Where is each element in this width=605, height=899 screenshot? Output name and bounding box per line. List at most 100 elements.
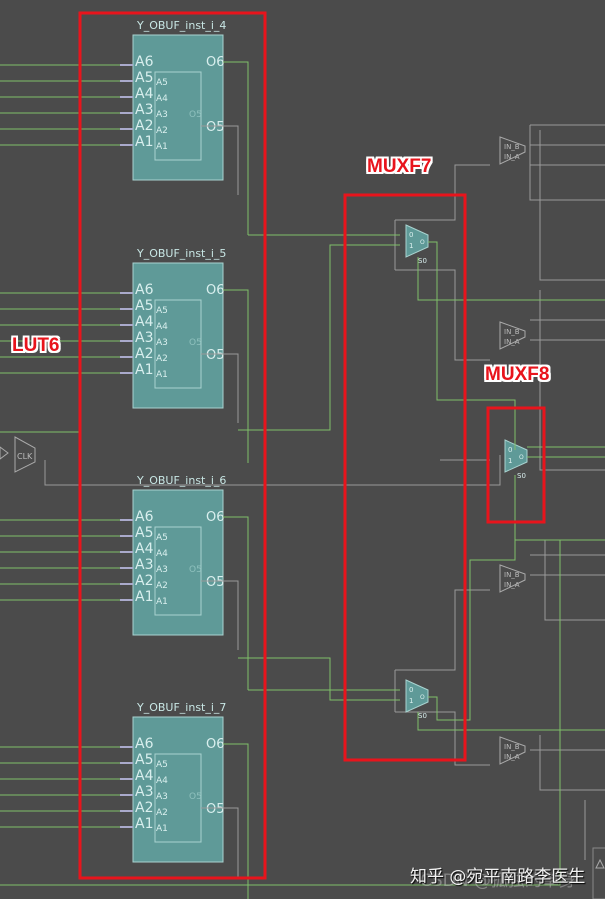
lut-output-o6: O6: [206, 737, 225, 752]
lut-inner-pin-a2: A2: [156, 126, 168, 136]
muxf7-cell-top[interactable]: [405, 224, 429, 258]
lut-inner-pin-a5: A5: [156, 760, 168, 770]
lut-o6-net[interactable]: [223, 516, 249, 690]
buffer-cell[interactable]: [499, 136, 526, 165]
lut-pin-label-a1: A1: [135, 589, 153, 605]
watermark-secondary: CSDN @孤独的单身: [420, 871, 576, 891]
muxf7-annotation: MUXF7: [367, 156, 432, 177]
up-arrow-icon[interactable]: [595, 858, 605, 869]
lut-pin-label-a6: A6: [135, 736, 154, 752]
net-wire[interactable]: [544, 540, 605, 621]
lut-pin-label-a3: A3: [135, 784, 153, 800]
lut-o5-net[interactable]: [201, 125, 239, 195]
lut-inner-pin-a4: A4: [156, 549, 168, 559]
lut-inner-pin-a3: A3: [156, 338, 168, 348]
buffer-pin-b: IN_A: [504, 753, 520, 761]
net-wire[interactable]: [539, 130, 605, 281]
mux-pin-in0: 0: [409, 686, 413, 694]
lut-inner-cell: [154, 753, 202, 843]
net-wire[interactable]: [417, 712, 605, 731]
lut6-cell[interactable]: [132, 34, 224, 181]
lut6-cell[interactable]: [132, 262, 224, 409]
net-wire[interactable]: [395, 711, 490, 766]
lut-pin-label-a2: A2: [135, 800, 153, 816]
lut-inner-pin-a5: A5: [156, 306, 168, 316]
mux-pin-sel: S0: [418, 712, 427, 720]
mux-pin-in0: 0: [508, 446, 512, 454]
lut-inner-pin-a5: A5: [156, 533, 168, 543]
net-wire[interactable]: [428, 475, 516, 721]
lut-inner-pin-a5: A5: [156, 78, 168, 88]
net-wire[interactable]: [395, 164, 490, 221]
mux-pin-in1: 1: [409, 697, 413, 705]
lut-o6-net[interactable]: [223, 61, 249, 235]
buffer-cell[interactable]: [499, 321, 526, 350]
net-wire[interactable]: [428, 241, 516, 450]
buffer-cell[interactable]: [499, 736, 526, 765]
lut-inner-output-label: O5: [189, 792, 202, 802]
net-wire[interactable]: [529, 125, 605, 201]
net-wire[interactable]: [238, 244, 400, 431]
clock-buffer-cell[interactable]: [14, 436, 36, 473]
lut-output-o5: O5: [206, 802, 225, 817]
muxf8-cell[interactable]: [504, 439, 528, 473]
buffer-pin-b: IN_A: [504, 153, 520, 161]
lut-inner-pin-a2: A2: [156, 354, 168, 364]
muxf7-cell-bottom[interactable]: [405, 679, 429, 713]
buffer-pin-a: IN_B: [504, 328, 520, 336]
lut-inner-cell: [154, 71, 202, 161]
lut-inner-output-label: O5: [189, 110, 202, 120]
net-wire[interactable]: [238, 657, 400, 701]
net-wire[interactable]: [417, 257, 605, 301]
lut-inner-pin-a1: A1: [156, 597, 168, 607]
lut-pin-label-a5: A5: [135, 70, 153, 86]
net-wire[interactable]: [539, 290, 605, 471]
lut-o5-net[interactable]: [201, 807, 239, 877]
lut-o5-net[interactable]: [201, 580, 239, 650]
lut6-annotation: LUT6: [12, 335, 60, 356]
bottom-net[interactable]: [0, 540, 561, 886]
net-wire[interactable]: [395, 269, 490, 361]
scroll-widget[interactable]: [592, 847, 605, 899]
lut-pin-label-a4: A4: [135, 768, 154, 784]
lut-pin-label-a4: A4: [135, 86, 154, 102]
lut-inner-pin-a3: A3: [156, 565, 168, 575]
lut-pin-label-a5: A5: [135, 525, 153, 541]
lut-inner-pin-a1: A1: [156, 824, 168, 834]
net-wire[interactable]: [539, 735, 605, 791]
lut-output-o5: O5: [206, 575, 225, 590]
net-wire[interactable]: [395, 589, 490, 671]
lut-inner-pin-a4: A4: [156, 322, 168, 332]
lut-instance-name: Y_OBUF_inst_i_4: [136, 19, 226, 32]
mux-pin-sel: S0: [517, 472, 526, 480]
lut-o6-net[interactable]: [223, 289, 249, 463]
lut-o6-net[interactable]: [223, 743, 249, 899]
lut6-cell[interactable]: [132, 489, 224, 636]
lut-output-o6: O6: [206, 283, 225, 298]
muxf8-annotation: MUXF8: [485, 364, 550, 385]
lut-pin-label-a5: A5: [135, 298, 153, 314]
lut-pin-label-a1: A1: [135, 134, 153, 150]
lut-inner-output-label: O5: [189, 338, 202, 348]
lut-o5-net[interactable]: [201, 353, 239, 423]
mux-pin-in1: 1: [508, 457, 512, 465]
lut-instance-name: Y_OBUF_inst_i_7: [136, 701, 226, 714]
clock-input-cell[interactable]: [0, 446, 9, 460]
buffer-pin-a: IN_B: [504, 743, 520, 751]
net-wire[interactable]: [44, 455, 501, 486]
lut-pin-label-a4: A4: [135, 541, 154, 557]
mux-pin-out: O: [519, 454, 524, 461]
lut-inner-pin-a4: A4: [156, 776, 168, 786]
net-wire[interactable]: [514, 480, 605, 541]
lut-inner-pin-a3: A3: [156, 110, 168, 120]
lut-inner-output-label: O5: [189, 565, 202, 575]
lut-instance-name: Y_OBUF_inst_i_6: [136, 474, 226, 487]
buffer-cell[interactable]: [499, 564, 526, 593]
lut-pin-label-a6: A6: [135, 54, 154, 70]
lut-output-o5: O5: [206, 120, 225, 135]
mux-pin-in0: 0: [409, 231, 413, 239]
lut6-cell[interactable]: [132, 716, 224, 863]
lut-pin-label-a3: A3: [135, 557, 153, 573]
lut-pin-label-a4: A4: [135, 314, 154, 330]
